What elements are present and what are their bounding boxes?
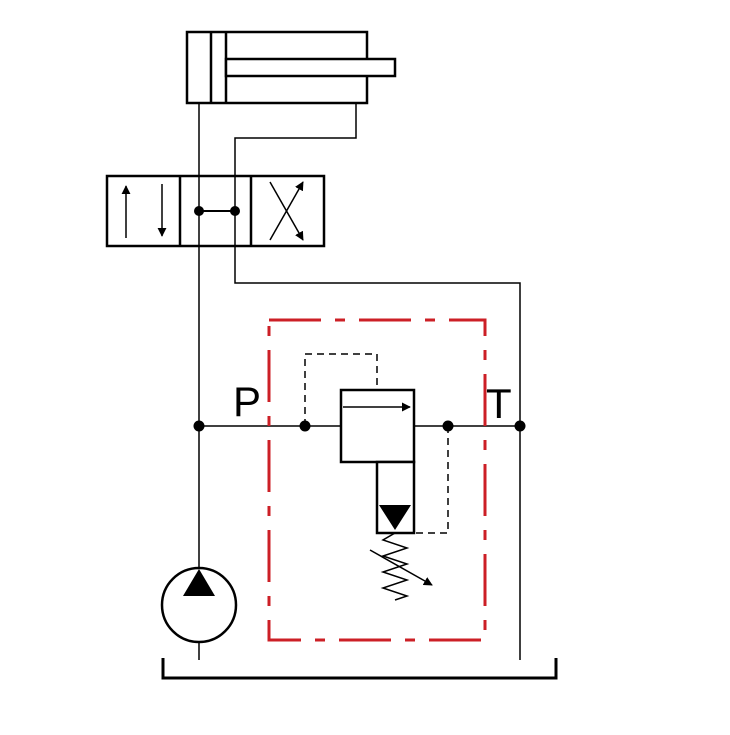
tank-port-label: T bbox=[486, 380, 512, 427]
crossed-flow-arrows bbox=[269, 181, 304, 241]
hydraulic-pump bbox=[160, 566, 238, 644]
circuit-lines bbox=[198, 246, 521, 660]
pressure-port-label: P bbox=[233, 378, 261, 425]
double-acting-cylinder bbox=[185, 30, 397, 105]
relief-valve-enclosure bbox=[267, 318, 487, 642]
center-position-ports bbox=[194, 176, 240, 246]
directional-control-valve bbox=[105, 174, 326, 248]
reservoir-tank bbox=[161, 658, 558, 680]
pressure-relief-valve bbox=[304, 353, 449, 601]
parallel-flow-arrows bbox=[121, 184, 167, 238]
cylinder-lines bbox=[198, 103, 357, 176]
